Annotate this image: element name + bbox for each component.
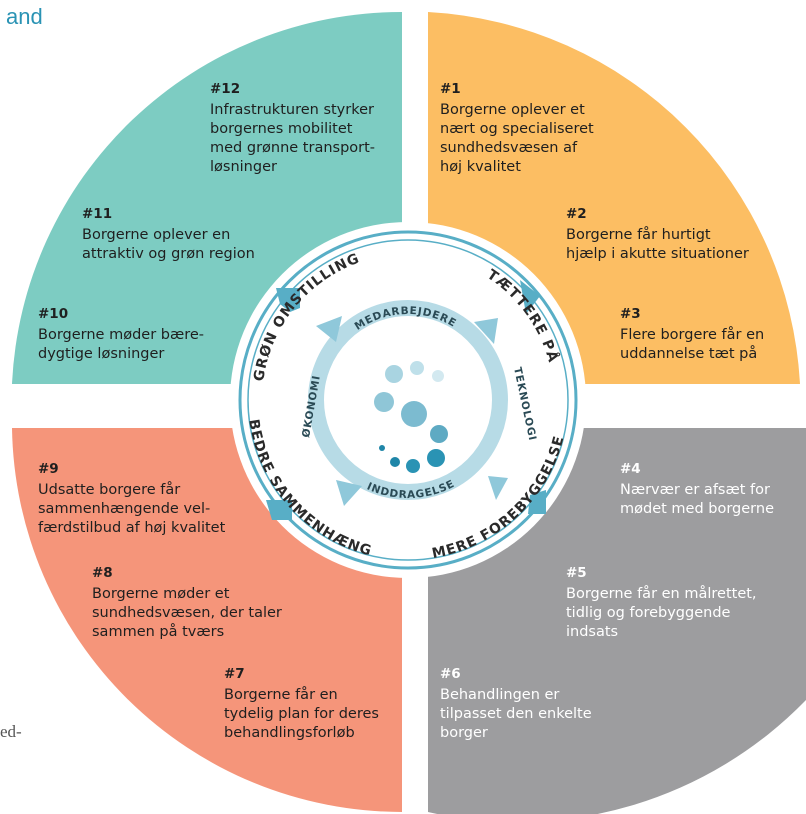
inner-arrow-top-left <box>316 316 342 342</box>
inner-arrow-ring <box>308 300 508 500</box>
outer-ring <box>238 230 578 570</box>
outer-ring-inner-line <box>247 239 569 561</box>
arrow-bottom-right <box>528 490 546 514</box>
arrow-bottom-left <box>266 500 292 520</box>
fragment-text-top: and <box>6 4 43 29</box>
center-disc <box>230 222 586 578</box>
inner-arrow-bottom-right <box>488 476 508 500</box>
inner-arrow-top-right <box>474 318 498 344</box>
arrow-top-left <box>276 288 300 312</box>
center-dots-logo <box>374 361 448 473</box>
fragment-text-bottom: ed- <box>0 722 22 741</box>
arrow-top-right <box>520 280 540 314</box>
inner-arrow-bottom-left <box>336 480 362 506</box>
